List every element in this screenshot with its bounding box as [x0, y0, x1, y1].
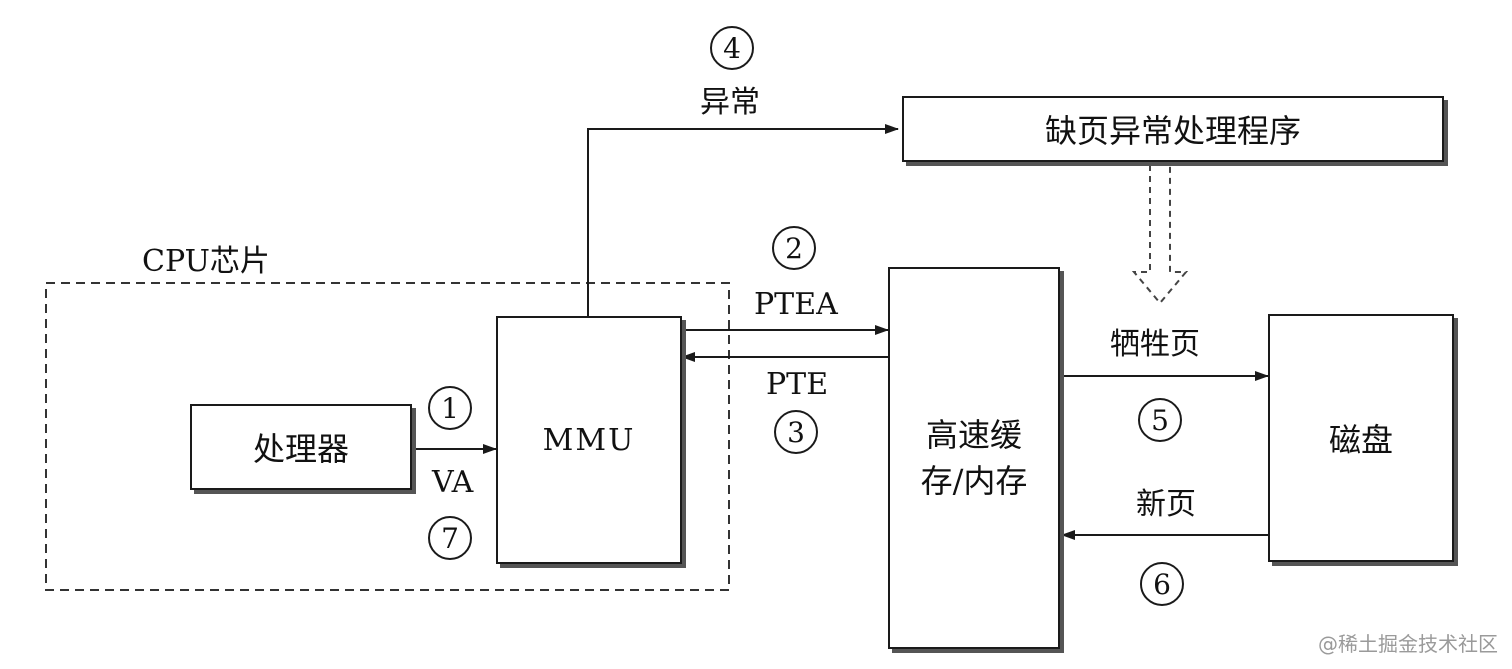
ptea-label: PTEA — [754, 287, 838, 322]
exception-arrow — [587, 124, 899, 316]
exception-handler-box: 缺页异常处理程序 — [902, 96, 1444, 162]
step-3-circle: 3 — [774, 410, 818, 454]
processor-label: 处理器 — [252, 430, 349, 468]
step-7-circle: 7 — [428, 516, 472, 560]
processor-box: 处理器 — [190, 404, 412, 490]
handler-hollow-arrow — [1131, 165, 1189, 305]
cpu-chip-label: CPU芯片 — [142, 244, 270, 279]
exception-handler-label: 缺页异常处理程序 — [1044, 112, 1301, 150]
va-label: VA — [432, 465, 474, 500]
mmu-label: MMU — [542, 422, 636, 458]
cache-memory-box: 高速缓 存/内存 — [888, 267, 1060, 649]
step-2-circle: 2 — [772, 226, 816, 270]
disk-label: 磁盘 — [1328, 421, 1393, 459]
step-5-circle: 5 — [1138, 398, 1182, 442]
watermark-text: @稀土掘金技术社区 — [1318, 632, 1498, 656]
victim-page-label: 牺牲页 — [1110, 327, 1200, 362]
disk-box: 磁盘 — [1268, 314, 1454, 562]
pte-label: PTE — [766, 367, 829, 402]
new-page-label: 新页 — [1136, 487, 1196, 522]
exception-label: 异常 — [700, 85, 760, 120]
step-6-circle: 6 — [1140, 562, 1184, 606]
mmu-box: MMU — [496, 316, 682, 564]
cache-label-line2: 存/内存 — [920, 462, 1028, 500]
step-1-circle: 1 — [428, 386, 472, 430]
step-4-circle: 4 — [710, 26, 754, 70]
cache-label-line1: 高速缓 — [925, 415, 1022, 454]
